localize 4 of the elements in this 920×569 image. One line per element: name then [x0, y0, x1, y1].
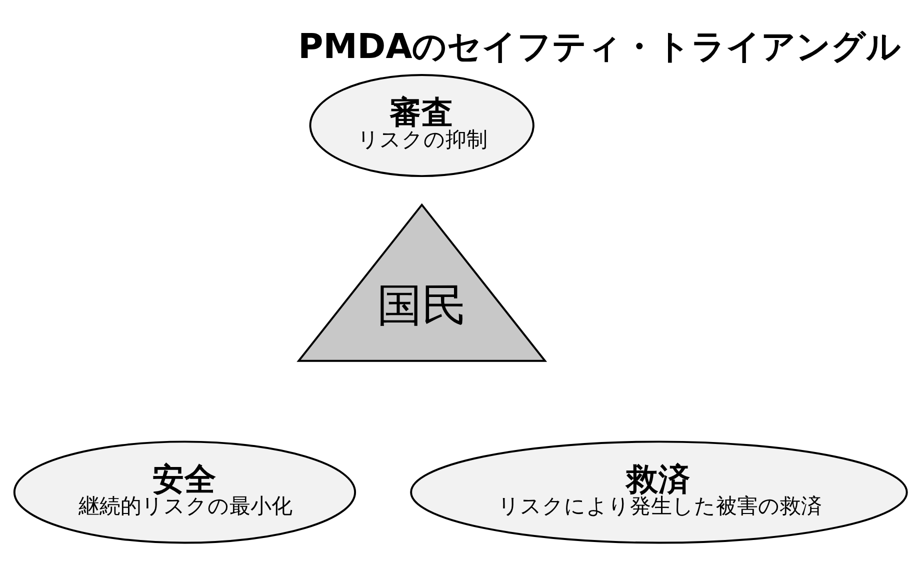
diagram-title: PMDAのセイフティ・トライアングル [298, 26, 901, 67]
node-ellipse: 審査 リスクの抑制 [308, 74, 534, 178]
node-ellipse: 安全 継続的リスクの最小化 [12, 440, 356, 544]
node-ellipse: 救済 リスクにより発生した被害の救済 [410, 440, 908, 544]
